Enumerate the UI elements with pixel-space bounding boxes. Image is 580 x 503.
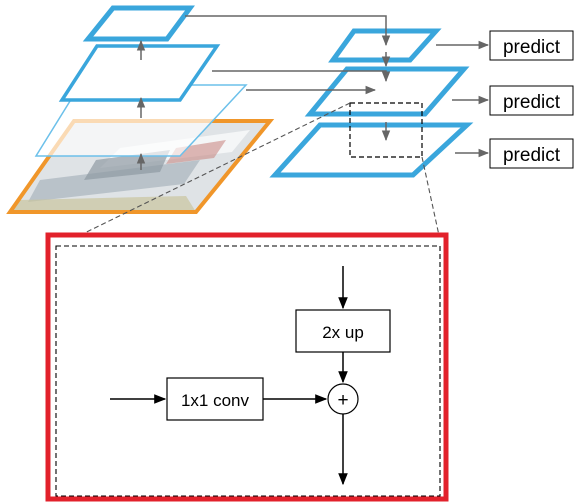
sum-symbol: + <box>337 390 348 411</box>
conv-box <box>166 377 264 421</box>
detail-inner-dashed <box>55 245 441 497</box>
predict-box-1 <box>489 30 574 61</box>
predict-label-2: predict <box>503 92 561 113</box>
conv-label: 1x1 conv <box>181 391 250 410</box>
predict-label-3: predict <box>503 145 561 166</box>
upsample-label: 2x up <box>322 323 364 342</box>
top-down-level-1 <box>328 28 442 63</box>
zoom-guide-line <box>421 156 441 241</box>
lateral-connection <box>185 15 391 47</box>
predict-box-2 <box>489 85 574 116</box>
top-down-level-3 <box>269 122 474 178</box>
predict-label-1: predict <box>503 37 561 58</box>
top-down-level-2 <box>304 66 470 117</box>
detail-frame <box>45 232 449 502</box>
predict-box-3 <box>489 138 574 169</box>
upsample-box <box>295 309 391 353</box>
detail-region <box>349 102 423 158</box>
lateral-connection <box>212 70 391 83</box>
bottom-up-level-2 <box>58 44 221 102</box>
zoom-guide-line <box>57 102 351 247</box>
bottom-up-level-3 <box>82 5 195 42</box>
